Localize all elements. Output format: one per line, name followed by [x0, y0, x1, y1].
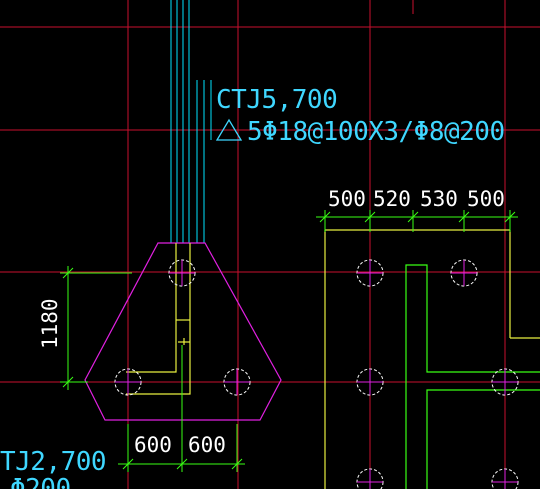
dim-top-4: 500	[467, 187, 505, 211]
dim-vertical: 1180	[38, 298, 62, 349]
pile-group-right	[356, 259, 519, 489]
reinforcement-label: 5Φ18@100X3/Φ8@200	[247, 117, 505, 147]
cap2-partial-label: Φ200	[10, 474, 71, 489]
triangle-icon	[215, 118, 243, 141]
dim-bottom-2: 600	[188, 433, 226, 457]
cap-id-label: CTJ5,700	[216, 85, 337, 115]
right-cap-outline	[324, 229, 540, 489]
dimension-chain-top	[316, 210, 518, 232]
dim-top-3: 530	[420, 187, 458, 211]
dimension-chain-bottom	[118, 345, 245, 472]
pile-group-left	[114, 259, 251, 396]
dim-top-2: 520	[373, 187, 411, 211]
pile-cap-outline[interactable]	[84, 242, 282, 421]
dim-top-1: 500	[328, 187, 366, 211]
dim-bottom-1: 600	[134, 433, 172, 457]
dimension-vertical	[60, 266, 132, 390]
right-wall-lines	[405, 264, 540, 489]
column-lines	[170, 0, 205, 243]
rebar-lines	[126, 243, 191, 395]
cap2-id-label: TJ2,700	[0, 447, 106, 477]
